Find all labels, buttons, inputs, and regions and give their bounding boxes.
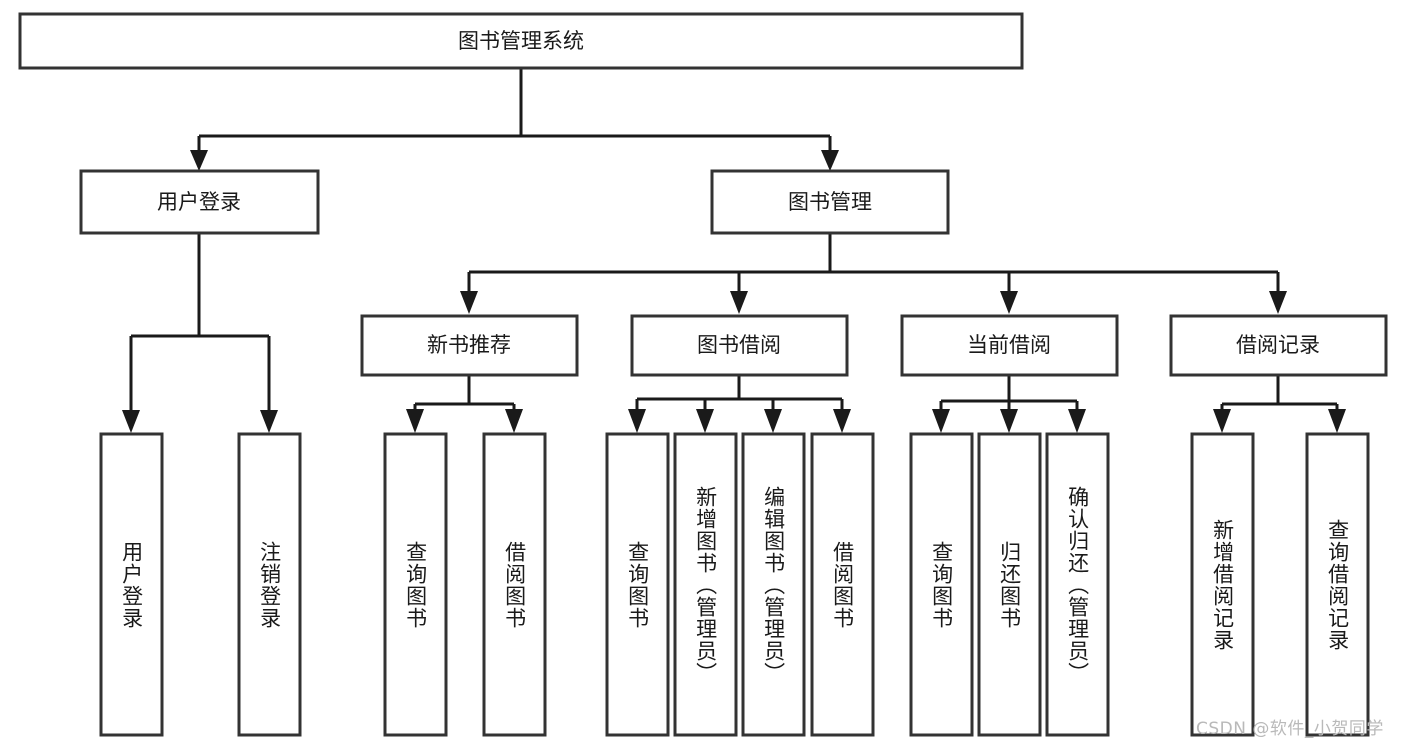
arrowhead-leaf-user-login: [122, 410, 140, 433]
node-root-label: 图书管理系统: [458, 29, 584, 53]
node-book-borrow-label: 图书借阅: [697, 333, 781, 357]
arrowhead-leaf-add-record: [1213, 409, 1231, 433]
arrowhead-leaf-user-logout: [260, 410, 278, 433]
node-book-manage-box[interactable]: [710, 169, 950, 235]
node-new-book-recommend-box[interactable]: [360, 314, 579, 377]
node-leaf-borrow-book-2-box[interactable]: [810, 432, 875, 737]
node-new-book-recommend-label: 新书推荐: [427, 333, 511, 357]
node-current-borrow[interactable]: 当前借阅: [900, 314, 1119, 377]
node-leaf-user-logout-box[interactable]: [237, 432, 302, 737]
node-leaf-add-book-box[interactable]: [673, 432, 738, 737]
node-current-borrow-box[interactable]: [900, 314, 1119, 377]
node-borrow-record[interactable]: 借阅记录: [1169, 314, 1388, 377]
node-book-borrow-box[interactable]: [630, 314, 849, 377]
node-book-borrow[interactable]: 图书借阅: [630, 314, 849, 377]
arrowhead-book-manage: [821, 150, 839, 171]
node-new-book-recommend[interactable]: 新书推荐: [360, 314, 579, 377]
arrowhead-borrow-record: [1269, 291, 1287, 314]
arrowhead-current-borrow: [1000, 291, 1018, 314]
node-book-manage-label: 图书管理: [788, 190, 872, 214]
leaf-boxes-layer: [99, 432, 1370, 737]
node-leaf-query-book-2-box[interactable]: [605, 432, 670, 737]
node-book-manage[interactable]: 图书管理: [710, 169, 950, 235]
arrowhead-leaf-query-book-2: [628, 409, 646, 433]
node-leaf-confirm-return-box[interactable]: [1045, 432, 1110, 737]
arrowhead-leaf-borrow-book-2: [833, 409, 851, 433]
node-root-box[interactable]: [18, 12, 1024, 70]
arrowhead-leaf-query-record: [1328, 409, 1346, 433]
arrowhead-leaf-query-book-3: [932, 409, 950, 433]
connectors-layer: [122, 68, 1346, 433]
node-leaf-query-record-box[interactable]: [1305, 432, 1370, 737]
node-user-login[interactable]: 用户登录: [79, 169, 320, 235]
node-leaf-user-login-box[interactable]: [99, 432, 164, 737]
node-leaf-add-record-box[interactable]: [1190, 432, 1255, 737]
node-leaf-query-book-3-box[interactable]: [909, 432, 974, 737]
node-leaf-borrow-book-1-box[interactable]: [482, 432, 547, 737]
arrowhead-leaf-return-book: [1000, 409, 1018, 433]
arrowhead-book-borrow: [730, 291, 748, 314]
arrowhead-leaf-query-book-1: [406, 409, 424, 433]
node-root[interactable]: 图书管理系统: [18, 12, 1024, 70]
node-user-login-label: 用户登录: [157, 190, 241, 214]
arrowhead-leaf-edit-book: [764, 409, 782, 433]
arrowhead-new-book-recommend: [460, 291, 478, 314]
arrowhead-leaf-add-book: [696, 409, 714, 433]
node-borrow-record-label: 借阅记录: [1236, 333, 1320, 357]
arrowhead-user-login: [190, 150, 208, 171]
node-current-borrow-label: 当前借阅: [967, 333, 1051, 357]
node-leaf-query-book-1-box[interactable]: [383, 432, 448, 737]
watermark-label: CSDN @软件_小贺同学: [1196, 719, 1384, 739]
node-user-login-box[interactable]: [79, 169, 320, 235]
node-borrow-record-box[interactable]: [1169, 314, 1388, 377]
arrowhead-leaf-confirm-return: [1068, 409, 1086, 433]
node-leaf-return-book-box[interactable]: [977, 432, 1042, 737]
node-leaf-edit-book-box[interactable]: [741, 432, 806, 737]
arrowhead-leaf-borrow-book-1: [505, 409, 523, 433]
